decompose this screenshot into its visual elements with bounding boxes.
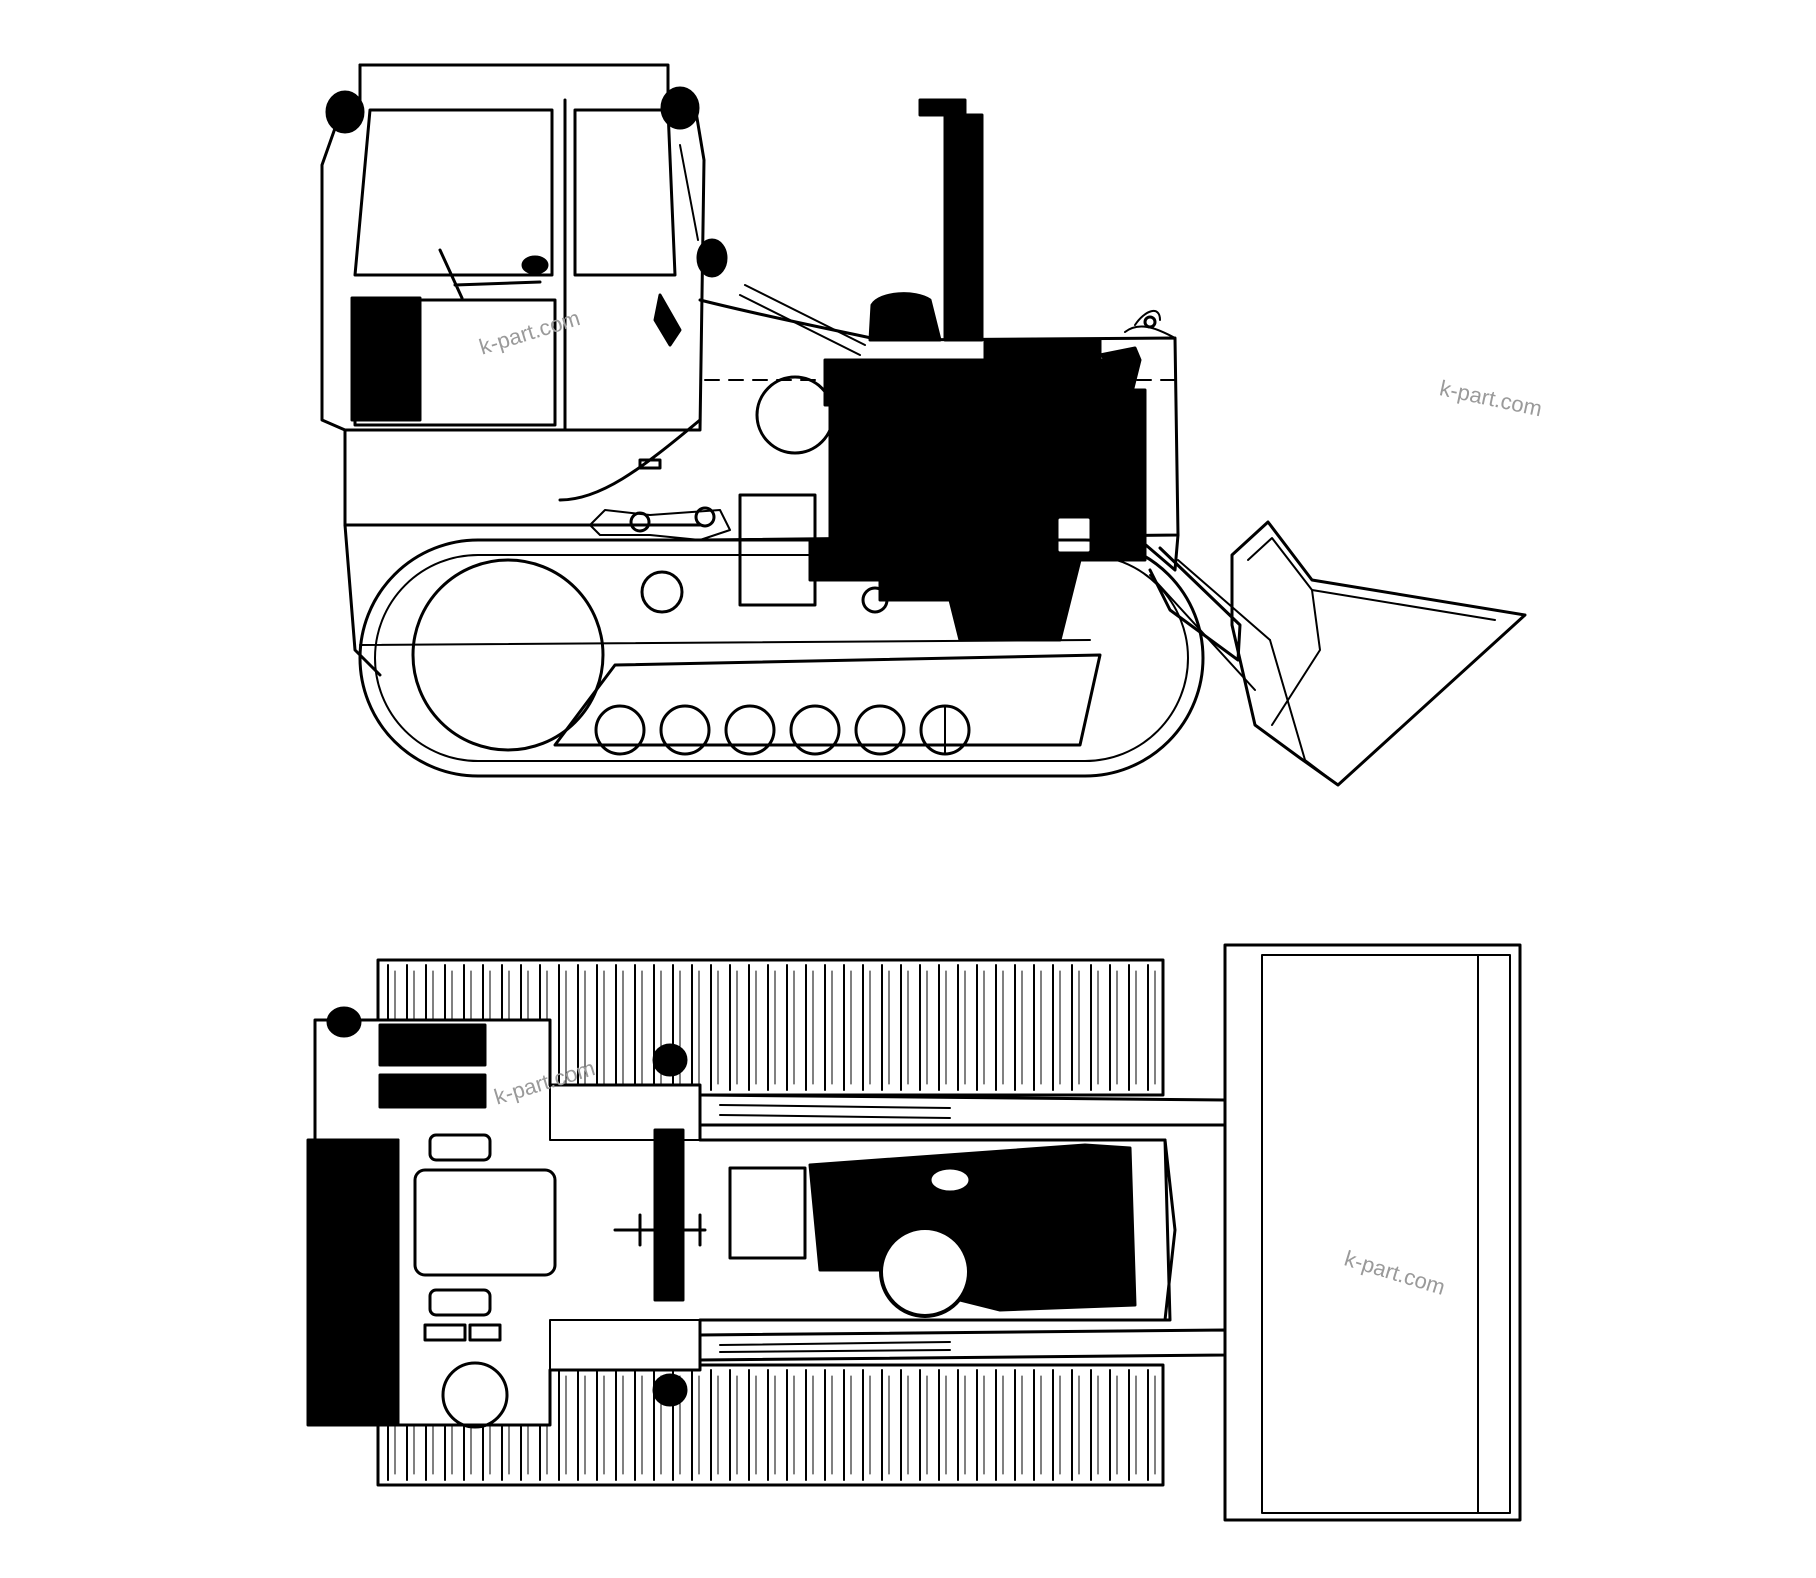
radiator-front — [1163, 1138, 1177, 1322]
transmission-box — [728, 1166, 807, 1260]
cylinder-upper — [719, 1104, 951, 1119]
step-slot — [638, 458, 662, 470]
frame — [343, 428, 1180, 677]
mirror — [696, 238, 728, 278]
fender-lower — [549, 1319, 701, 1371]
front-frame — [1138, 533, 1180, 572]
track-roller-2 — [659, 704, 711, 756]
plan-body — [306, 1006, 1172, 1429]
operator-seat — [413, 1168, 557, 1277]
control-lever — [438, 248, 542, 300]
valve-box — [738, 493, 817, 607]
cab-light-right — [660, 86, 700, 130]
link-pin-right — [694, 506, 716, 528]
plan-light-rear — [326, 1006, 362, 1038]
cab-door-window — [573, 108, 677, 277]
pedal-right — [468, 1323, 502, 1342]
engine-block — [808, 338, 1147, 642]
plan-mirror-top — [652, 1043, 688, 1077]
cross-member — [653, 1128, 685, 1302]
hood-sweep — [558, 418, 702, 502]
track — [358, 538, 1205, 778]
battery-box-2 — [378, 1073, 487, 1109]
fuel-tank-cap — [441, 1361, 509, 1429]
lever-knob — [521, 255, 549, 275]
frame-line-lower — [359, 639, 1091, 646]
track-roller-4 — [789, 704, 841, 756]
hood-round-panel — [755, 375, 835, 455]
track-roller-1 — [594, 704, 646, 756]
turbo-housing — [879, 1226, 971, 1318]
track-outer — [358, 538, 1205, 778]
link-pin-left — [629, 511, 651, 533]
console-box — [428, 1133, 492, 1162]
frame-bolt — [861, 586, 889, 614]
plan-view — [306, 943, 1522, 1522]
radiator-cap-line — [1134, 310, 1161, 326]
track-roller-5 — [854, 704, 906, 756]
bucket-lip — [1269, 639, 1339, 786]
cylinder-lower — [719, 1341, 951, 1353]
bucket-inner-edge — [1247, 537, 1496, 621]
handle-fitting — [653, 293, 682, 347]
drive-shaft — [613, 1213, 707, 1247]
air-cleaner — [868, 292, 942, 342]
drive-link — [589, 509, 731, 541]
side-view — [320, 63, 1527, 787]
track-inner — [374, 554, 1189, 762]
exhaust-pipe — [918, 98, 984, 342]
cab — [320, 63, 728, 432]
sprocket-wheel — [411, 558, 605, 752]
exhaust-stack — [868, 98, 984, 342]
fender-upper — [549, 1084, 701, 1141]
bucket-outline — [1230, 520, 1527, 787]
plan-mirror-bottom — [652, 1373, 688, 1407]
bucket-side — [1271, 589, 1321, 726]
console-box-lower — [428, 1288, 492, 1317]
bucket-plan-inner — [1261, 954, 1511, 1514]
plan-bucket — [1223, 943, 1522, 1522]
engine-top-fitting — [1098, 346, 1142, 402]
cab-side-block — [350, 296, 422, 422]
engine — [808, 310, 1176, 642]
track-frame — [553, 653, 1102, 747]
pedal-left — [423, 1323, 467, 1342]
bucket-plan-outline — [1223, 943, 1522, 1522]
handrail — [679, 144, 699, 241]
lift-cylinder — [1149, 559, 1271, 691]
battery-box-1 — [378, 1023, 487, 1067]
cab-light-left — [325, 90, 365, 134]
plan-engine — [728, 1138, 1177, 1322]
grab-rail — [744, 284, 866, 346]
frame-hole — [640, 570, 684, 614]
loader — [1148, 520, 1527, 787]
frame-rear-lower — [343, 523, 382, 677]
track-roller-3 — [724, 704, 776, 756]
grab-rail-lower — [739, 294, 861, 356]
loader-arm — [1148, 546, 1242, 662]
engine-gap — [1058, 518, 1090, 552]
push-arm-upper — [698, 1093, 1227, 1127]
filler-cap — [928, 1166, 972, 1194]
lift-eye — [1143, 315, 1157, 329]
cab-front-window — [353, 108, 554, 277]
counterweight — [306, 1138, 400, 1427]
